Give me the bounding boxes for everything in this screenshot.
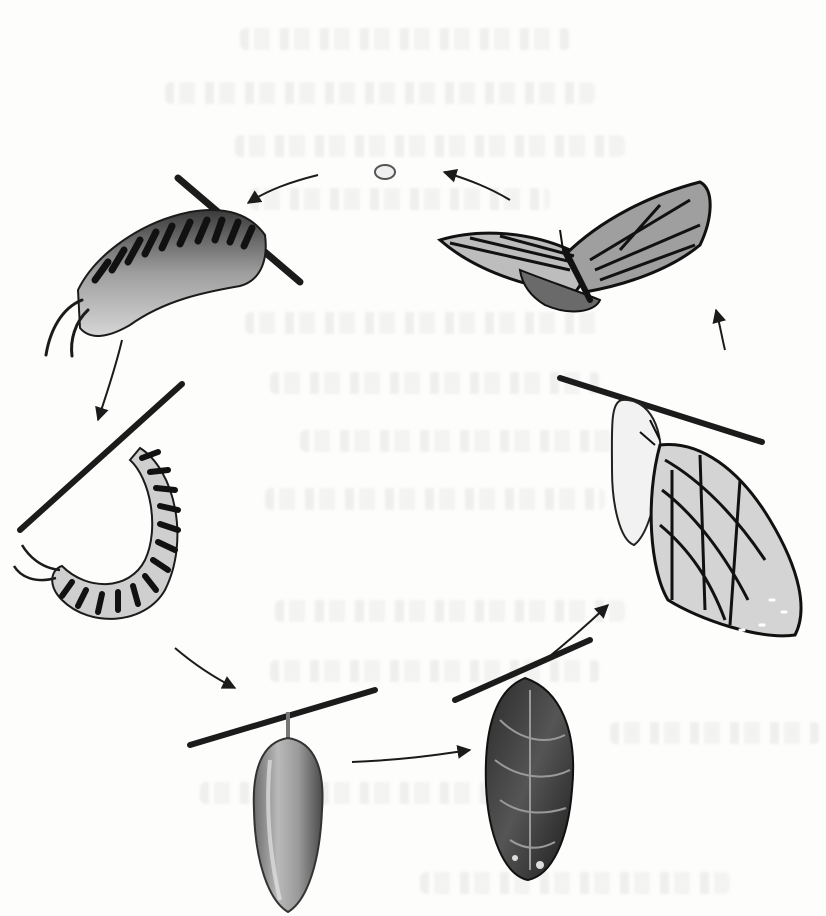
arrow-egg-to-caterpillar xyxy=(248,175,318,203)
egg-shape xyxy=(375,165,395,179)
chrysalis-green-shape xyxy=(254,738,323,912)
arrow-caterpillar-to-hanging xyxy=(98,340,122,420)
chrysalis-dark-spot xyxy=(536,861,544,869)
stage-butterfly-emerging xyxy=(560,378,801,636)
stage-chrysalis-dark xyxy=(455,640,590,880)
twig-chrysalis-green xyxy=(190,690,375,745)
arrow-hanging-to-chrysalis xyxy=(175,648,235,688)
stage-egg xyxy=(375,165,395,179)
arrow-dark-to-emerging xyxy=(545,605,608,660)
twig-emerging xyxy=(560,378,762,442)
chrysalis-dark-spot xyxy=(512,855,518,861)
stage-butterfly-adult xyxy=(440,182,710,311)
stage-chrysalis-green xyxy=(190,690,375,912)
arrow-chrysalis-to-dark xyxy=(352,750,470,762)
adult-forewing-right xyxy=(565,182,710,292)
emerging-wing xyxy=(651,444,801,635)
arrow-emerging-to-adult xyxy=(716,310,725,350)
stage-caterpillar xyxy=(46,178,300,356)
arrow-adult-to-egg xyxy=(444,172,510,200)
